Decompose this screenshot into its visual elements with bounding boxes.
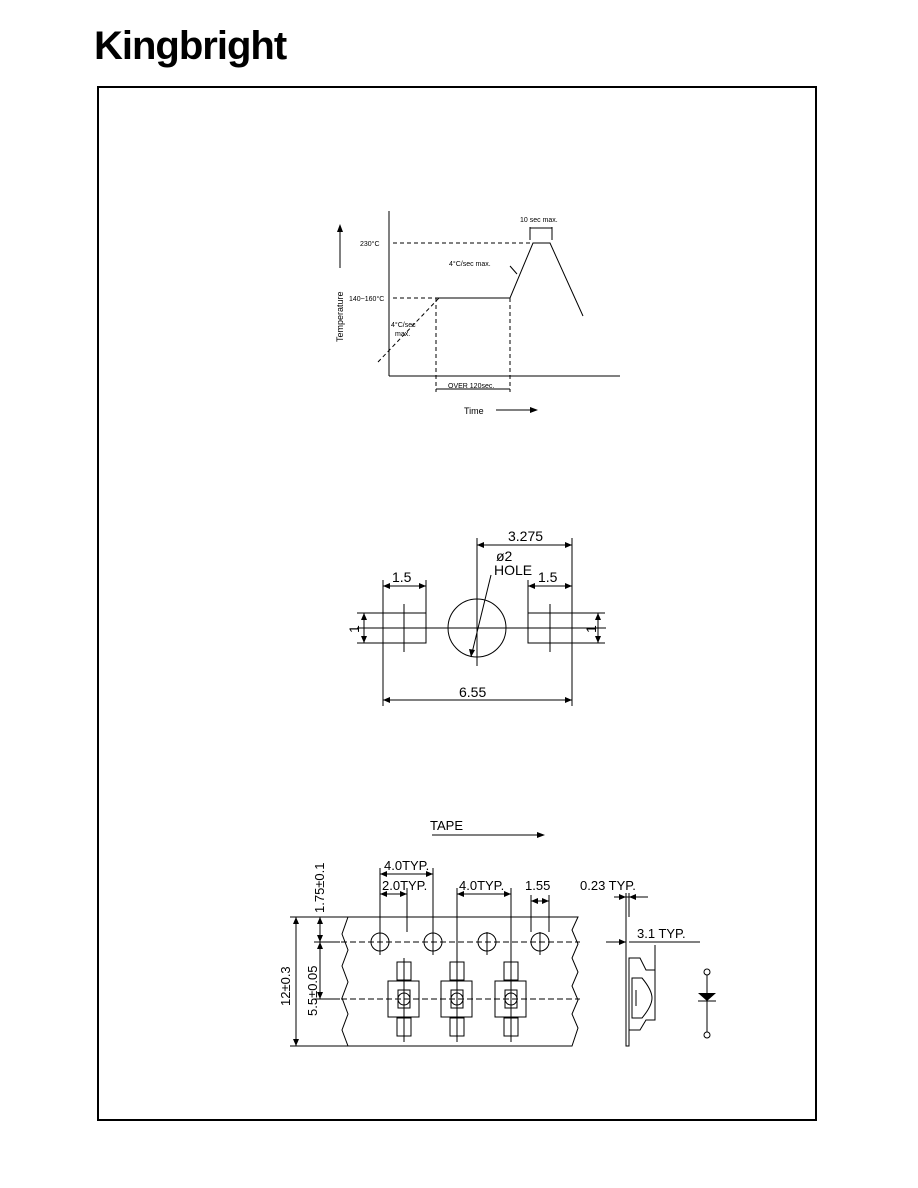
y-axis-label: Temperature — [335, 291, 345, 342]
diode-anode-terminal — [703, 968, 711, 976]
preheat-ramp-label-1: 4°C/sec — [391, 321, 416, 329]
pocket-2 — [440, 958, 473, 1042]
tape-direction-arrowhead — [537, 832, 545, 838]
profile-curve — [439, 242, 584, 317]
width-label: 12±0.3 — [278, 966, 293, 1006]
pocket-pitch-label: 4.0TYP. — [459, 878, 504, 893]
hole-label-1: ø2 — [496, 548, 513, 564]
tape-body — [341, 916, 579, 1047]
peak-temp-label: 230°C — [360, 240, 380, 248]
x-arrow-head — [530, 407, 538, 413]
hole-label-2: HOLE — [494, 562, 532, 578]
pad-right-height-label: 1 — [583, 625, 599, 633]
pocket-3 — [494, 958, 527, 1042]
y-arrow-head — [337, 224, 343, 232]
pad-left-width-label: 1.5 — [392, 569, 412, 585]
preheat-time-label: OVER 120sec. — [448, 383, 494, 390]
pad-left-height-label: 1 — [346, 625, 362, 633]
page-frame — [97, 86, 817, 1121]
hole-leader — [470, 574, 492, 658]
hole-pitch-label: 2.0TYP. — [382, 878, 427, 893]
peak-time-label: 10 sec max. — [520, 217, 558, 224]
center-label: 5.5±0.05 — [305, 965, 320, 1016]
thickness-label: 0.23 TYP. — [580, 878, 636, 893]
diode-cathode-terminal — [703, 1031, 711, 1039]
pocket-1 — [387, 958, 420, 1042]
preheat-temp-label: 140~160°C — [349, 295, 384, 303]
x-axis-label: Time — [464, 406, 484, 416]
ramp-up-label: 4°C/sec max. — [449, 260, 491, 268]
tape-side-profile — [625, 917, 656, 1047]
ramp-leader — [509, 265, 518, 275]
profile-preheat-ramp — [377, 297, 440, 363]
pitch-top-label: 4.0TYP. — [384, 858, 429, 873]
side-component — [631, 977, 653, 1019]
pitch-label: 3.275 — [508, 528, 543, 544]
pad-right-width-label: 1.5 — [538, 569, 558, 585]
brand-logo: Kingbright — [94, 24, 287, 68]
overall-label: 6.55 — [459, 684, 486, 700]
preheat-ramp-label-2: max. — [395, 331, 410, 338]
hole-dia-label: 1.55 — [525, 878, 550, 893]
tape-direction-label: TAPE — [430, 818, 463, 833]
depth-label: 3.1 TYP. — [637, 926, 686, 941]
diode-symbol — [698, 993, 716, 1001]
edge-label: 1.75±0.1 — [312, 862, 327, 913]
